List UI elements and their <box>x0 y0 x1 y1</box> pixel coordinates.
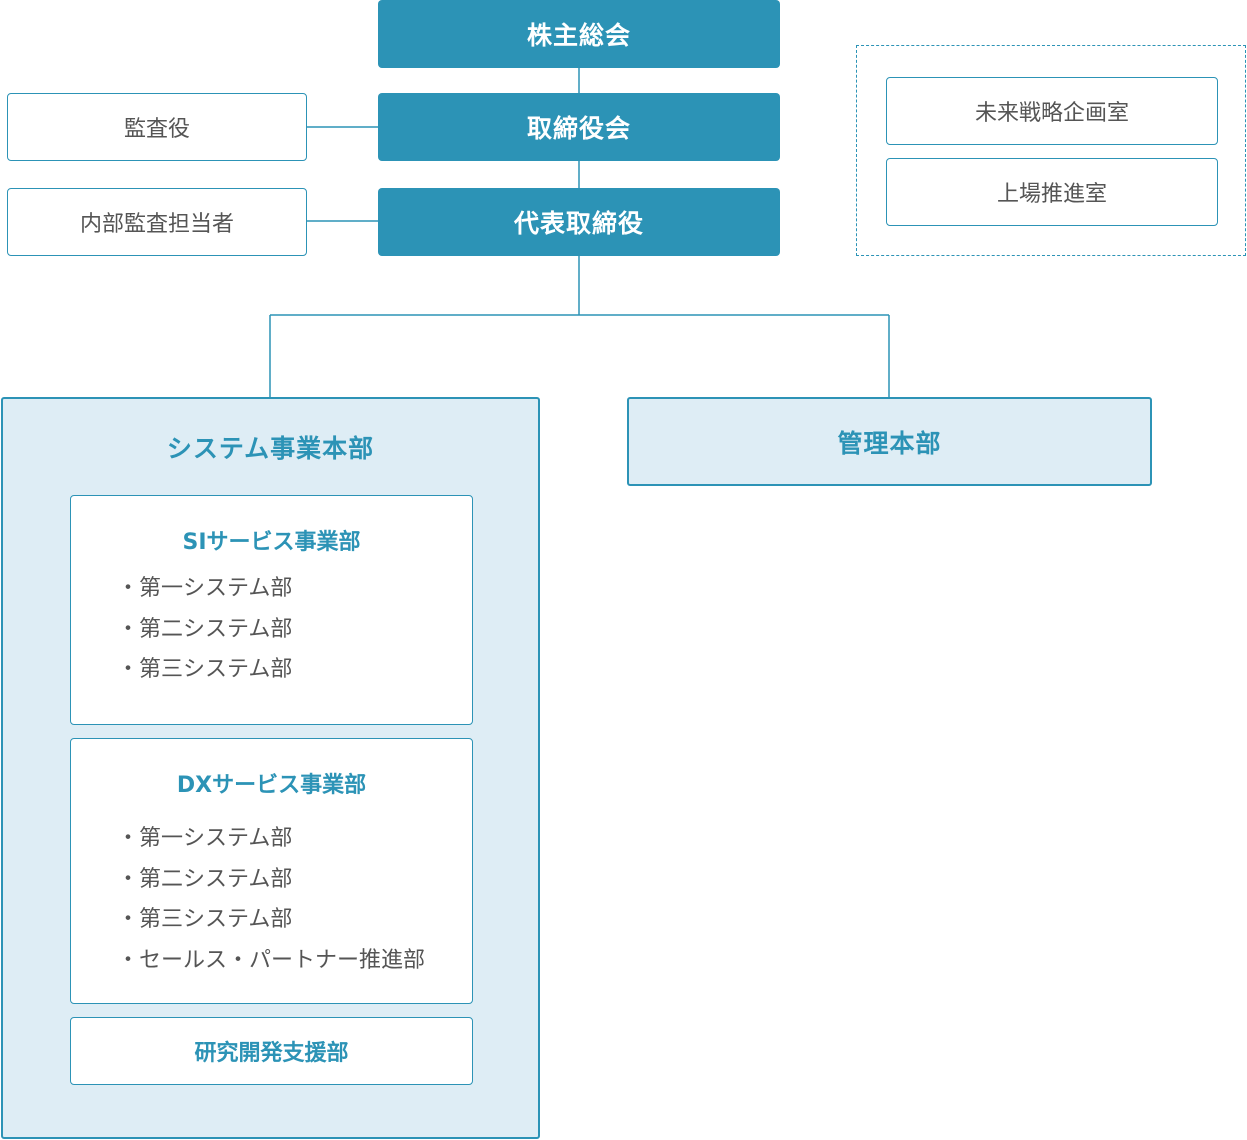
auditor-label: 監査役 <box>123 117 190 142</box>
list-item: ・第二システム部 <box>117 866 293 892</box>
dx-service-department-list: ・第一システム部 ・第二システム部 ・第三システム部 ・セールス・パートナー推進… <box>117 819 425 981</box>
auditor-box: 監査役 <box>7 93 307 161</box>
internal-audit-box: 内部監査担当者 <box>7 188 307 256</box>
board-of-directors-label: 取締役会 <box>526 114 631 143</box>
future-strategy-office-label: 未来戦略企画室 <box>974 101 1129 126</box>
ceo-label: 代表取締役 <box>513 209 644 238</box>
list-item: ・セールス・パートナー推進部 <box>117 947 426 973</box>
list-item: ・第二システム部 <box>117 616 293 642</box>
administration-hq: 管理本部 <box>627 397 1152 486</box>
shareholders-meeting-label: 株主総会 <box>526 21 631 50</box>
system-business-hq: システム事業本部 SIサービス事業部 ・第一システム部 ・第二システム部 ・第三… <box>1 397 540 1139</box>
list-item: ・第三システム部 <box>117 657 293 682</box>
list-item: ・第一システム部 <box>117 826 293 851</box>
shareholders-meeting-box: 株主総会 <box>378 0 780 68</box>
internal-audit-label: 内部監査担当者 <box>79 212 234 237</box>
listing-promotion-office-box: 上場推進室 <box>886 158 1218 226</box>
si-service-department-list: ・第一システム部 ・第二システム部 ・第三システム部 <box>117 569 292 691</box>
system-business-hq-title: システム事業本部 <box>166 434 375 463</box>
dx-service-division-title: DXサービス事業部 <box>176 773 367 798</box>
si-service-division: SIサービス事業部 ・第一システム部 ・第二システム部 ・第三システム部 <box>70 495 473 725</box>
ceo-box: 代表取締役 <box>378 188 780 256</box>
staff-office-group <box>856 45 1246 256</box>
future-strategy-office-box: 未来戦略企画室 <box>886 77 1218 145</box>
administration-hq-title: 管理本部 <box>837 428 942 458</box>
rd-support-department-label: 研究開発支援部 <box>194 1041 349 1066</box>
list-item: ・第三システム部 <box>117 907 293 932</box>
list-item: ・第一システム部 <box>117 576 293 601</box>
si-service-division-title: SIサービス事業部 <box>182 530 361 555</box>
rd-support-department: 研究開発支援部 <box>70 1017 473 1085</box>
board-of-directors-box: 取締役会 <box>378 93 780 161</box>
dx-service-division: DXサービス事業部 ・第一システム部 ・第二システム部 ・第三システム部 ・セー… <box>70 738 473 1004</box>
listing-promotion-office-label: 上場推進室 <box>996 182 1107 207</box>
